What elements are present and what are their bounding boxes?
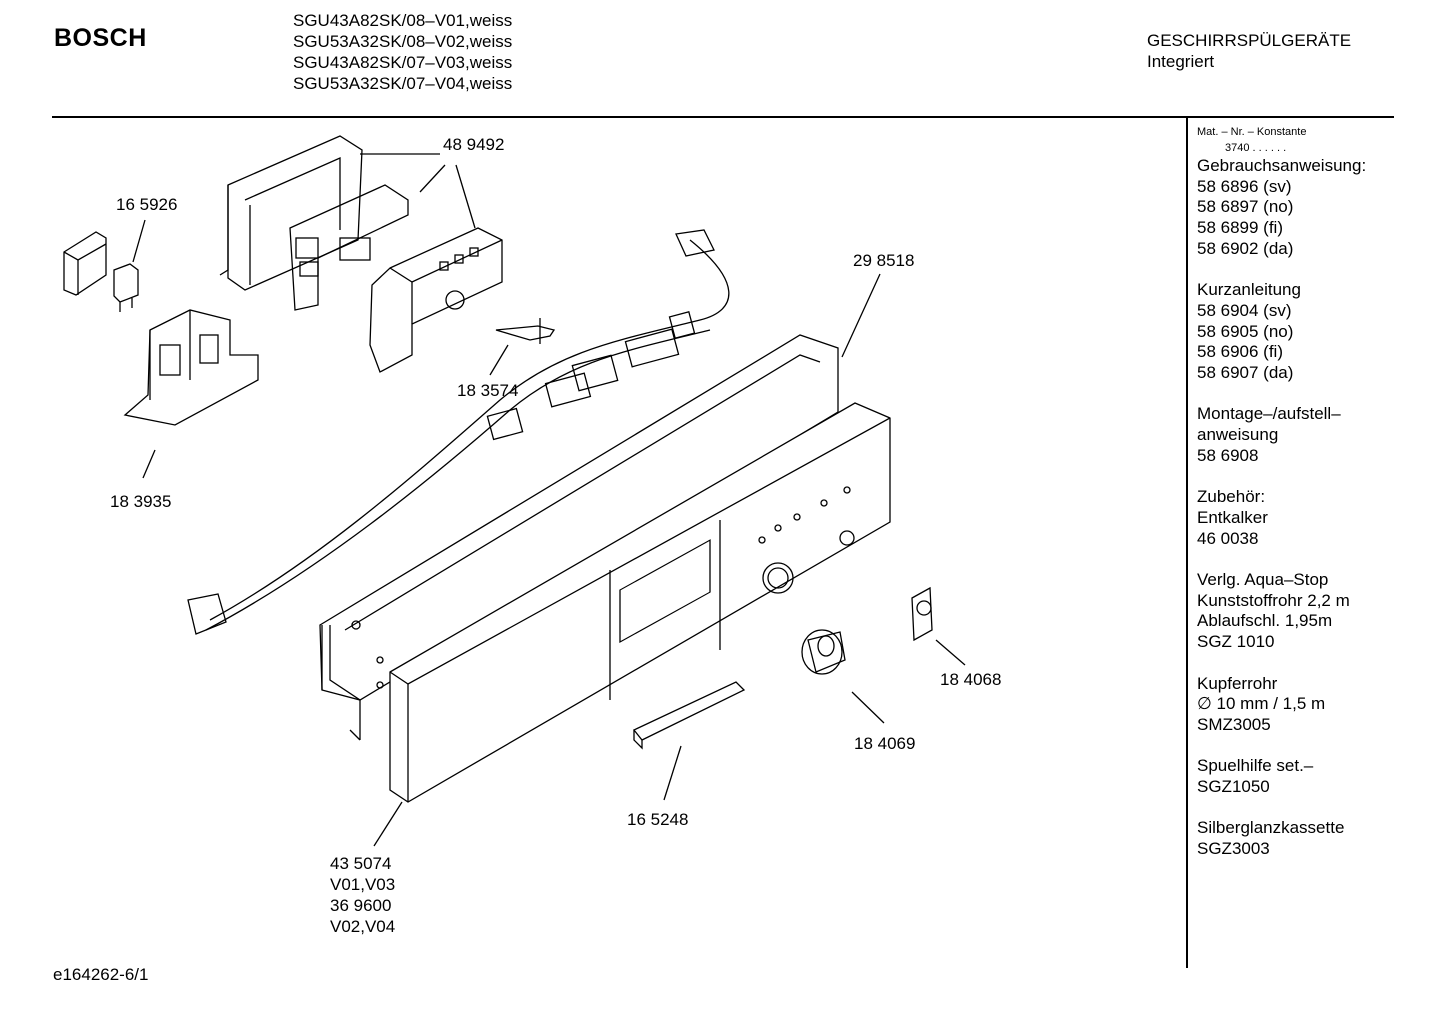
sidebar-line: 58 6908 <box>1197 445 1259 465</box>
sidebar-line: Verlg. Aqua–Stop <box>1197 570 1329 589</box>
sidebar-line: 46 0038 <box>1197 528 1259 548</box>
sidebar-line: SGZ1050 <box>1197 777 1270 796</box>
leader-line <box>841 273 881 358</box>
sidebar-group: Silberglanzkassette SGZ3003 <box>1197 818 1366 859</box>
part-label-line: V01,V03 <box>330 875 396 894</box>
sidebar-line: Zubehör: <box>1197 487 1266 507</box>
button-strip-drawing <box>632 681 746 750</box>
sidebar-line: SGZ 1010 <box>1197 632 1275 652</box>
sidebar-line: Gebrauchsanweisung: <box>1197 156 1367 175</box>
sidebar-line: 58 6904 (sv) <box>1197 300 1292 320</box>
mat-value: 3740 . . . . . . <box>1225 142 1287 154</box>
sidebar-group: Kurzanleitung 58 6904 (sv) 58 6905 (no) … <box>1197 280 1366 384</box>
sidebar-group: Verlg. Aqua–Stop Kunststoffrohr 2,2 m Ab… <box>1197 570 1366 653</box>
sidebar-line: ∅ 10 mm / 1,5 m <box>1197 694 1326 714</box>
terminal-block-drawing <box>123 309 259 426</box>
part-label-489492: 48 9492 <box>443 135 505 154</box>
sidebar-line: Montage–/aufstell– <box>1197 404 1341 424</box>
header-divider <box>52 116 1394 118</box>
leader-line <box>132 219 146 263</box>
sidebar-group: Spuelhilfe set.– SGZ1050 <box>1197 756 1366 797</box>
pin-drawing <box>495 318 556 344</box>
leader-line <box>935 639 966 666</box>
sidebar-line: 58 6899 (fi) <box>1197 218 1283 238</box>
front-panel-drawing <box>389 402 891 803</box>
part-label-184068: 18 4068 <box>940 670 1002 689</box>
leader-line <box>489 344 509 376</box>
sidebar-group: Montage–/aufstell– anweisung 58 6908 <box>1197 404 1366 466</box>
leader-line <box>142 449 156 479</box>
sidebar-group: Kupferrohr ∅ 10 mm / 1,5 m SMZ3005 <box>1197 674 1366 736</box>
sidebar-line: 58 6902 (da) <box>1197 238 1294 258</box>
circuit-board-drawing <box>289 184 409 311</box>
part-label-298518: 29 8518 <box>853 251 915 270</box>
sidebar-line: anweisung <box>1197 425 1279 445</box>
sidebar-line: 58 6896 (sv) <box>1197 176 1292 196</box>
model-list: SGU43A82SK/08–V01,weiss SGU53A32SK/08–V0… <box>293 10 512 94</box>
category-title: GESCHIRRSPÜLGERÄTE <box>1147 31 1352 50</box>
part-label-165926: 16 5926 <box>116 195 178 214</box>
part-label-165248: 16 5248 <box>627 810 689 829</box>
wiring-harness-drawing <box>187 229 730 635</box>
category-subtitle: Integriert <box>1147 52 1215 71</box>
sidebar-line: SMZ3005 <box>1197 714 1271 734</box>
sidebar-line: 58 6906 (fi) <box>1197 342 1283 362</box>
cover-housing-drawing <box>219 135 363 291</box>
model-line: SGU43A82SK/08–V01,weiss <box>293 11 513 30</box>
leader-line <box>373 801 403 847</box>
sidebar-line: SGZ3003 <box>1197 839 1270 859</box>
drawing-code: e164262-6/1 <box>53 965 149 984</box>
leader-lines <box>132 153 966 847</box>
leader-line <box>851 691 885 724</box>
sidebar-line: Ablaufschl. 1,95m <box>1197 611 1333 631</box>
relay-drawing <box>113 263 139 312</box>
part-label-183574: 18 3574 <box>457 381 519 400</box>
sidebar-group: Zubehör: Entkalker 46 0038 <box>1197 487 1366 549</box>
sidebar-line: Kurzanleitung <box>1197 280 1301 300</box>
sidebar-line: 58 6897 (no) <box>1197 197 1294 217</box>
part-label-435074: 43 5074 V01,V03 36 9600 V02,V04 <box>330 853 395 937</box>
part-label-line: 36 9600 <box>330 896 392 915</box>
sidebar-line: Silberglanzkassette <box>1197 818 1345 838</box>
part-label-184069: 18 4069 <box>854 734 916 753</box>
part-label-line: V02,V04 <box>330 917 396 936</box>
sidebar-line: Kupferrohr <box>1197 673 1278 693</box>
model-line: SGU53A32SK/08–V02,weiss <box>293 32 513 51</box>
mat-label: Mat. – Nr. – Konstante <box>1197 126 1307 138</box>
sidebar-line: Entkalker <box>1197 507 1268 527</box>
model-line: SGU53A32SK/07–V04,weiss <box>293 74 513 93</box>
sidebar-group: Gebrauchsanweisung: 58 6896 (sv) 58 6897… <box>1197 156 1366 260</box>
leader-line <box>455 164 476 229</box>
sidebar-line: Kunststoffrohr 2,2 m <box>1197 590 1350 610</box>
indicator-drawing <box>911 586 933 642</box>
sidebar-line: 58 6905 (no) <box>1197 321 1294 341</box>
leader-line <box>663 745 682 801</box>
leader-line <box>419 164 446 193</box>
sidebar-line: 58 6907 (da) <box>1197 363 1294 383</box>
bracket-drawing <box>63 231 107 296</box>
part-label-183935: 18 3935 <box>110 492 172 511</box>
rotary-knob-drawing <box>801 629 846 675</box>
accessory-sidebar: Mat. – Nr. – Konstante 3740 . . . . . . … <box>1197 124 1366 880</box>
sidebar-divider <box>1186 118 1188 968</box>
control-module-drawing <box>369 227 503 373</box>
model-line: SGU43A82SK/07–V03,weiss <box>293 53 513 72</box>
category-block: GESCHIRRSPÜLGERÄTE Integriert <box>1147 30 1351 72</box>
brand-logo: BOSCH <box>54 24 147 52</box>
part-label-line: 43 5074 <box>330 854 392 873</box>
inner-frame-drawing <box>319 334 839 741</box>
sidebar-line: Spuelhilfe set.– <box>1197 756 1314 776</box>
